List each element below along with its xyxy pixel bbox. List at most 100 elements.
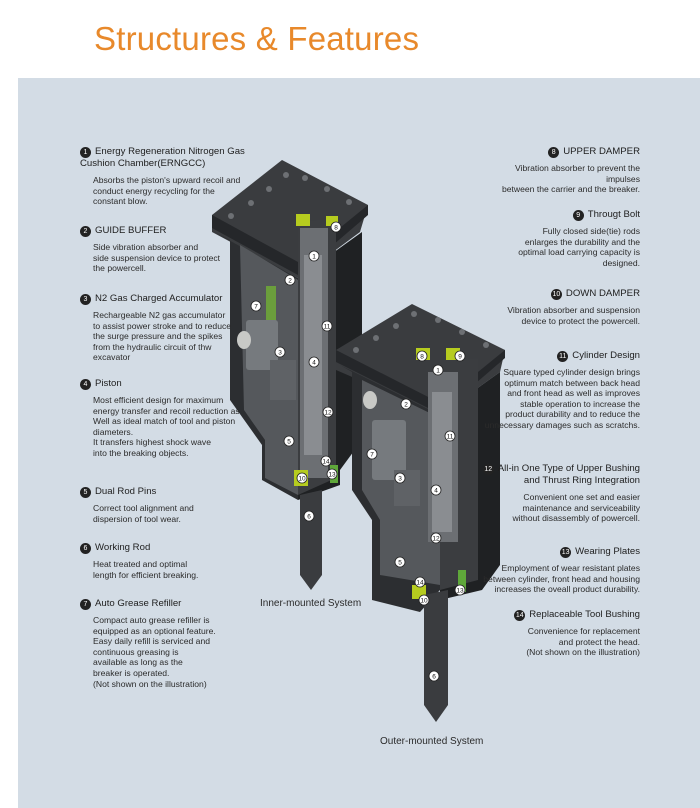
marker-5: [283, 435, 295, 447]
number-badge: 9: [572, 210, 584, 221]
feature-title: GUIDE BUFFER: [95, 225, 167, 236]
number-badge: 4: [80, 379, 91, 390]
number-badge: 6: [80, 543, 91, 554]
marker-10: [296, 472, 308, 484]
feature-title: DOWN DAMPER: [565, 288, 640, 299]
outer-wear-plate: [458, 570, 466, 592]
feature-description: Correct tool alignment and dispersion of…: [93, 503, 194, 524]
marker-label-5: 5: [398, 560, 402, 567]
feature-description: Side vibration absorber and side suspens…: [93, 242, 221, 274]
marker-label-6: 6: [432, 674, 436, 681]
feature-title: Working Rod: [95, 542, 151, 553]
marker-4: [430, 484, 442, 496]
inner-tool: [300, 490, 322, 590]
caption-inner-mounted: Inner-mounted System: [260, 598, 362, 609]
feature-description: Vibration absorber and suspension device…: [507, 305, 640, 326]
feature-title: Auto Grease Refiller: [95, 598, 182, 609]
marker-2: [284, 274, 296, 286]
marker-label-13: 13: [456, 588, 464, 595]
outer-piston: [432, 392, 452, 532]
feature-6: 6 Working Rod Heat treated and optimal le…: [80, 542, 260, 580]
marker-10: [418, 594, 430, 606]
number-badge: 8: [548, 147, 560, 158]
feature-description: Absorbs the piston's upward recoil and c…: [93, 175, 241, 207]
number-badge: 12: [482, 464, 494, 475]
marker-label-8: 8: [420, 354, 424, 361]
marker-7: [250, 300, 262, 312]
marker-label-12: 12: [324, 410, 332, 417]
feature-7: 7 Auto Grease Refiller Compact auto greas…: [80, 598, 260, 689]
feature-description: Convenient one set and easier maintenanc…: [512, 492, 640, 524]
feature-5: 5 Dual Rod Pins Correct tool alignment an…: [80, 486, 260, 524]
feature-title: Cylinder Design: [572, 350, 640, 361]
marker-3: [274, 346, 286, 358]
feature-description: Square typed cylinder design brings opti…: [484, 367, 640, 430]
marker-label-1: 1: [436, 368, 440, 375]
marker-12: [430, 532, 442, 544]
marker-label-11: 11: [447, 434, 454, 441]
number-badge: 1: [80, 147, 91, 158]
marker-3: [394, 472, 406, 484]
number-badge: 14: [514, 610, 526, 621]
feature-title: UPPER DAMPER: [563, 146, 640, 157]
feature-title: Piston: [95, 378, 122, 389]
feature-title: N2 Gas Charged Accumulator: [95, 293, 223, 304]
feature-description: Rechargeable N2 gas accumulator to assis…: [93, 310, 232, 363]
marker-label-6: 6: [307, 514, 311, 521]
marker-1: [432, 364, 444, 376]
marker-8: [330, 221, 342, 233]
marker-label-8: 8: [334, 225, 338, 232]
marker-8: [416, 350, 428, 362]
marker-5: [394, 556, 406, 568]
marker-6: [428, 670, 440, 682]
marker-label-14: 14: [322, 459, 330, 466]
marker-label-2: 2: [288, 278, 292, 285]
number-badge: 5: [80, 487, 91, 498]
number-badge: 7: [80, 599, 91, 610]
number-badge: 3: [80, 294, 91, 305]
marker-label-12: 12: [432, 536, 440, 543]
marker-12: [322, 406, 334, 418]
marker-7: [366, 448, 378, 460]
inner-piston: [304, 255, 322, 455]
marker-label-11: 11: [324, 324, 331, 331]
marker-14: [414, 576, 426, 588]
marker-4: [308, 356, 320, 368]
feature-title: Replaceable Tool Bushing: [529, 609, 640, 620]
feature-description: Fully closed side(tie) rods enlarges the…: [518, 226, 640, 268]
marker-label-14: 14: [416, 580, 424, 587]
marker-6: [303, 510, 315, 522]
inner-upper-damper: [296, 214, 310, 226]
marker-label-4: 4: [434, 488, 438, 495]
number-badge: 2: [80, 226, 91, 237]
feature-description: Convenience for replacement and protect …: [526, 626, 640, 658]
marker-9: [454, 350, 466, 362]
feature-title: Energy Regeneration Nitrogen Gas Cushion…: [80, 146, 245, 169]
marker-1: [308, 250, 320, 262]
outer-bolts: [353, 311, 489, 353]
marker-label-9: 9: [458, 354, 462, 361]
marker-14: [320, 455, 332, 467]
feature-title: Dual Rod Pins: [95, 486, 157, 497]
feature-title: Througt Bolt: [587, 209, 640, 220]
marker-label-10: 10: [420, 598, 428, 605]
feature-description: Compact auto grease refiller is equipped…: [93, 615, 216, 689]
marker-label-4: 4: [312, 360, 316, 367]
marker-13: [454, 584, 466, 596]
feature-description: Heat treated and optimal length for effi…: [93, 559, 199, 580]
feature-title: All-in One Type of Upper Bushing and Thr…: [497, 463, 640, 486]
marker-2: [400, 398, 412, 410]
feature-2: 2 GUIDE BUFFER Side vibration absorber an…: [80, 225, 260, 274]
